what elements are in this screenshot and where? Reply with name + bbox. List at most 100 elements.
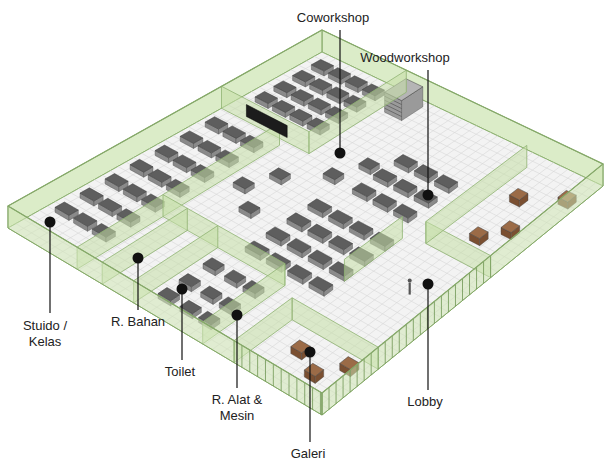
desk (155, 145, 178, 158)
leader-dot (423, 190, 434, 201)
leader-line (181, 292, 182, 360)
leader-line (309, 356, 310, 442)
desk (373, 169, 396, 183)
cabinet (304, 363, 323, 376)
desk (287, 213, 311, 227)
window-mullion (399, 330, 400, 352)
desk (359, 158, 380, 170)
window-mullion (364, 359, 365, 381)
leader-dot (423, 279, 434, 290)
desk (394, 204, 417, 218)
person-figure (408, 279, 412, 283)
window-mullion (289, 373, 290, 395)
leader-dot (133, 253, 144, 264)
desk (74, 213, 97, 227)
desk (180, 131, 203, 144)
desk (255, 92, 277, 104)
desk (373, 194, 397, 208)
window-mullion (304, 383, 305, 405)
desk (123, 184, 146, 197)
wall (322, 164, 603, 415)
window-mullion (406, 324, 407, 346)
window-mullion (441, 296, 442, 318)
leader-dot (305, 347, 316, 358)
interior-wall (309, 70, 406, 153)
window-mullion (234, 341, 235, 363)
window-mullion (420, 313, 421, 335)
floor-tile-line (157, 144, 455, 306)
desk (148, 169, 171, 182)
cabinet (509, 188, 528, 200)
window-mullion (343, 376, 344, 398)
roof-outline (8, 30, 603, 393)
room-label: R. Bahan (111, 314, 165, 330)
shelf-line (385, 108, 402, 116)
desk (287, 238, 311, 253)
desk (435, 175, 458, 189)
desk (352, 183, 376, 197)
desk (55, 202, 78, 215)
desk (201, 286, 222, 299)
desk (308, 199, 332, 213)
window-mullion (490, 256, 491, 278)
cabinet (469, 227, 488, 239)
desk (291, 89, 313, 101)
desk (414, 189, 437, 203)
desk (310, 79, 332, 91)
desk (223, 126, 246, 138)
desk (233, 177, 254, 189)
window-mullion (281, 369, 282, 391)
desk (105, 174, 128, 187)
desk (205, 117, 228, 129)
window-mullion (257, 355, 258, 377)
window-mullion (448, 290, 449, 312)
leader-line (427, 70, 428, 192)
desk (270, 168, 291, 180)
desk (327, 87, 349, 99)
floor-tile-line (39, 210, 350, 392)
desk (309, 276, 333, 291)
desk (308, 98, 330, 110)
window-mullion (241, 345, 242, 367)
desk (239, 201, 260, 213)
desk (308, 224, 332, 238)
window-mullion (336, 382, 337, 404)
window-mullion (385, 341, 386, 363)
floor-tile-line (291, 173, 575, 397)
window-mullion (434, 301, 435, 323)
window-mullion (273, 364, 274, 386)
blackboard (246, 105, 287, 138)
room-label: Toilet (165, 364, 195, 380)
window-mullion (320, 392, 321, 414)
desk (290, 109, 312, 121)
desk (266, 227, 290, 241)
leader-dot (177, 284, 188, 295)
desk (394, 155, 417, 168)
floor-tile-line (228, 105, 519, 255)
leader-dot (232, 310, 243, 321)
cabinet (501, 221, 520, 233)
desk (311, 60, 333, 72)
desk (329, 236, 353, 250)
desk (203, 258, 224, 271)
desk (130, 159, 153, 172)
window-mullion (329, 387, 330, 409)
desk (198, 140, 221, 153)
floor (8, 52, 603, 415)
desk (349, 221, 373, 235)
window-mullion (378, 347, 379, 369)
floor-tile-line (298, 176, 581, 401)
desk (99, 198, 122, 211)
shelf-line (385, 104, 402, 112)
leader-line (49, 225, 50, 313)
desk (329, 210, 353, 224)
room-label: Stuido / Kelas (18, 318, 72, 349)
desk (345, 76, 367, 88)
front-walls (8, 30, 603, 415)
window-mullion (371, 353, 372, 375)
leader-dot (335, 148, 346, 159)
window-mullion (249, 350, 250, 372)
